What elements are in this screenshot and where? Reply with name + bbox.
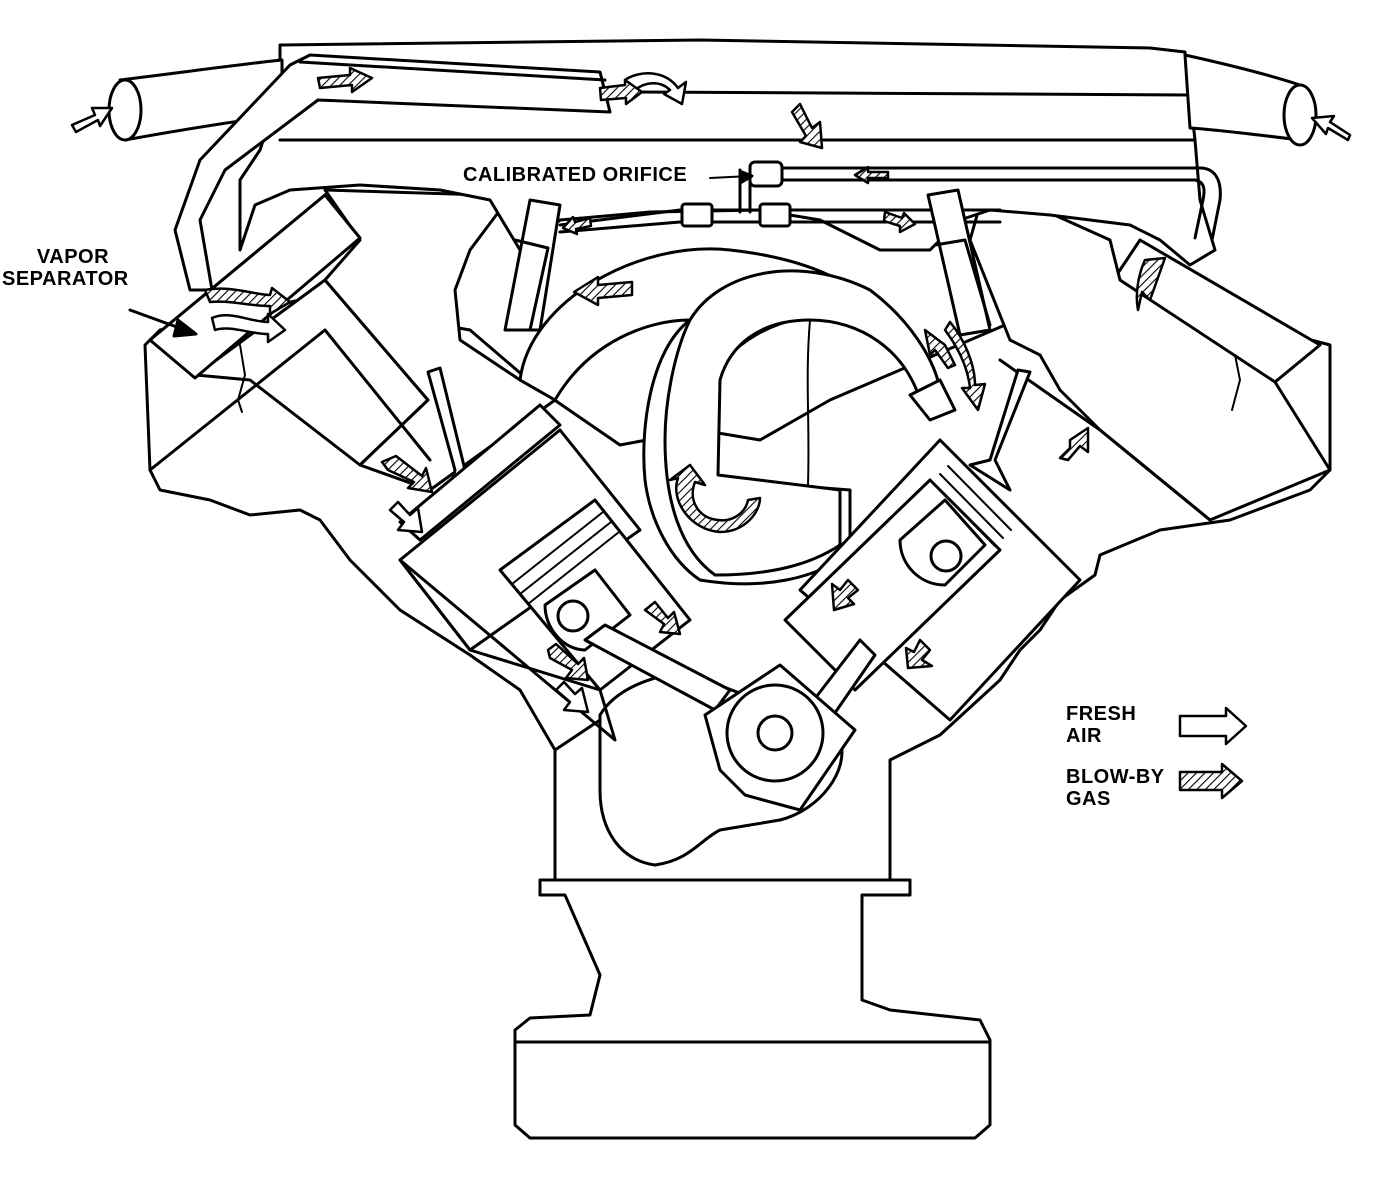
vapor-separator-label: VAPOR SEPARATOR bbox=[2, 246, 144, 290]
vapor-separator bbox=[148, 193, 362, 380]
fresh-air-arrows bbox=[70, 72, 1352, 746]
legend-blow-by-line2: GAS bbox=[1066, 788, 1111, 810]
vapor-separator-label-line2: SEPARATOR bbox=[2, 268, 129, 290]
legend-blow-by-label: BLOW-BY GAS bbox=[1066, 766, 1165, 810]
blow-by-arrows bbox=[203, 66, 1244, 800]
right-pcv-valve bbox=[926, 188, 992, 337]
legend-blow-by-line1: BLOW-BY bbox=[1066, 766, 1165, 788]
pcv-hoses bbox=[558, 160, 1222, 242]
left-cylinder bbox=[398, 403, 692, 742]
vapor-separator-label-line1: VAPOR bbox=[36, 246, 110, 268]
intake-runner bbox=[518, 247, 942, 586]
crankshaft bbox=[583, 623, 877, 812]
oil-pan bbox=[513, 878, 992, 1140]
vapor-separator-leader-head bbox=[172, 318, 198, 338]
legend-fresh-air-line1: FRESH bbox=[1066, 703, 1137, 725]
right-cylinder-head bbox=[968, 193, 1332, 522]
right-air-hose bbox=[1183, 53, 1318, 147]
calibrated-orifice-label: CALIBRATED ORIFICE bbox=[463, 164, 688, 186]
legend-fresh-air-line2: AIR bbox=[1066, 725, 1102, 747]
right-valve bbox=[968, 368, 1032, 492]
legend-fresh-air-label: FRESH AIR bbox=[1066, 703, 1136, 747]
breather-tube bbox=[173, 53, 612, 292]
